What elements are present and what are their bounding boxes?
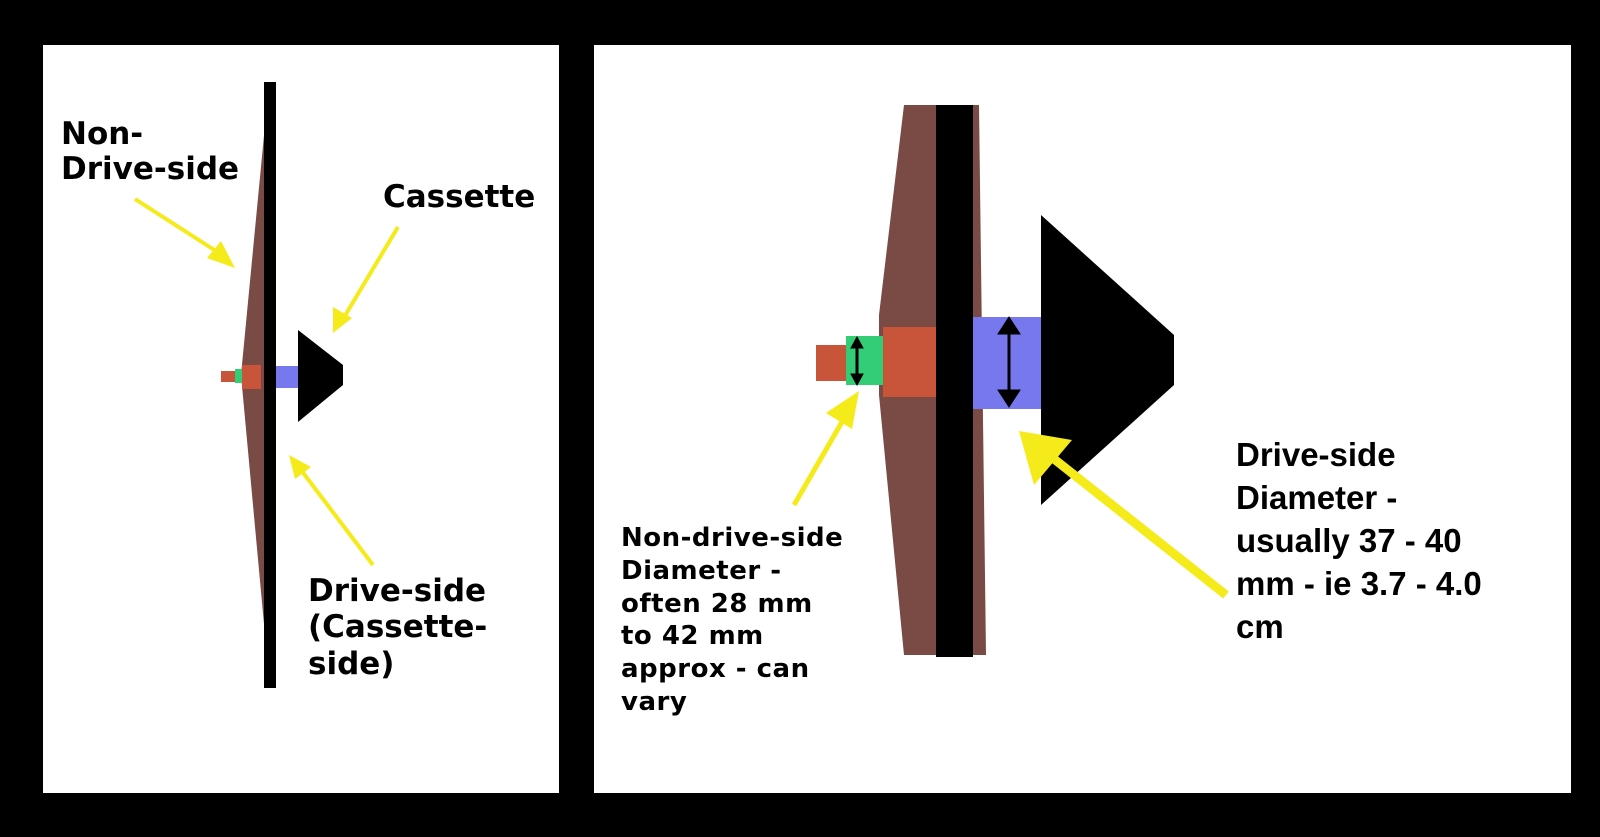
hub-spacer <box>883 327 936 397</box>
left-hub-diagram <box>133 82 400 688</box>
right-hub-diagram <box>791 105 1229 657</box>
non-drive-side-label: Non- Drive-side <box>61 116 240 187</box>
double-headed-arrow-icon <box>997 316 1021 408</box>
right-hub-diagram-panel: Non-drive-side Diameter - often 28 mm to… <box>594 45 1571 793</box>
non-drive-side-body <box>235 369 242 383</box>
drive-side-body <box>276 366 298 388</box>
hub-axle-icon <box>936 105 973 657</box>
pointer-arrow-icon <box>791 391 859 507</box>
hub-axle-icon <box>264 82 276 688</box>
hub-spacer <box>242 365 261 389</box>
double-headed-arrow-icon <box>850 335 864 387</box>
non-drive-end-cap <box>221 371 235 382</box>
non-drive-side-diameter-label: Non-drive-side Diameter - often 28 mm to… <box>621 523 844 717</box>
pointer-arrow-icon <box>333 225 400 333</box>
non-drive-side-body <box>846 336 883 385</box>
cassette-label: Cassette <box>383 179 536 215</box>
cassette-cone-icon <box>298 330 343 422</box>
pointer-arrow-icon <box>1019 431 1229 599</box>
pointer-arrow-icon <box>289 455 375 567</box>
left-hub-diagram-panel: Non- Drive-side Cassette Drive-side (Cas… <box>43 45 559 793</box>
cassette-cone-icon <box>1041 215 1174 505</box>
non-drive-end-cap <box>816 345 846 381</box>
drive-side-diameter-label: Drive-side Diameter - usually 37 - 40 mm… <box>1236 436 1482 645</box>
drive-side-label: Drive-side (Cassette- side) <box>308 573 488 682</box>
pointer-arrow-icon <box>133 197 235 268</box>
